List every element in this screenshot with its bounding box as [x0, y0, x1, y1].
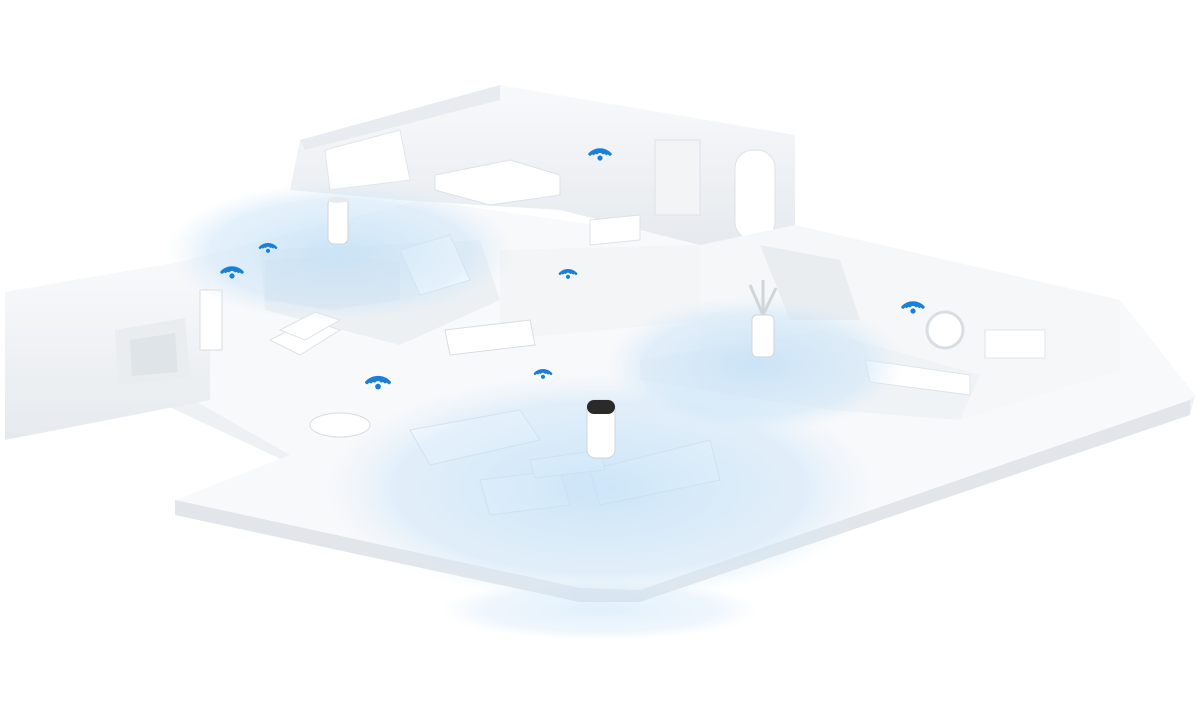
coverage-glow-floor [440, 580, 760, 640]
wifi-icon [258, 243, 278, 253]
wifi-icon [533, 369, 553, 379]
coverage-glow-upper-left [165, 182, 515, 322]
wifi-icon [365, 375, 391, 390]
wifi-coverage-zones [165, 182, 905, 640]
wifi-icon [901, 301, 925, 314]
coverage-glow-right [605, 297, 905, 433]
wifi-icon [220, 266, 244, 279]
left-wing [5, 262, 210, 440]
wifi-icon [558, 269, 578, 279]
mesh-router-icon [748, 280, 778, 358]
wifi-icon [588, 148, 612, 161]
mesh-router-icon [586, 399, 616, 459]
mesh-router-icon [327, 197, 349, 245]
